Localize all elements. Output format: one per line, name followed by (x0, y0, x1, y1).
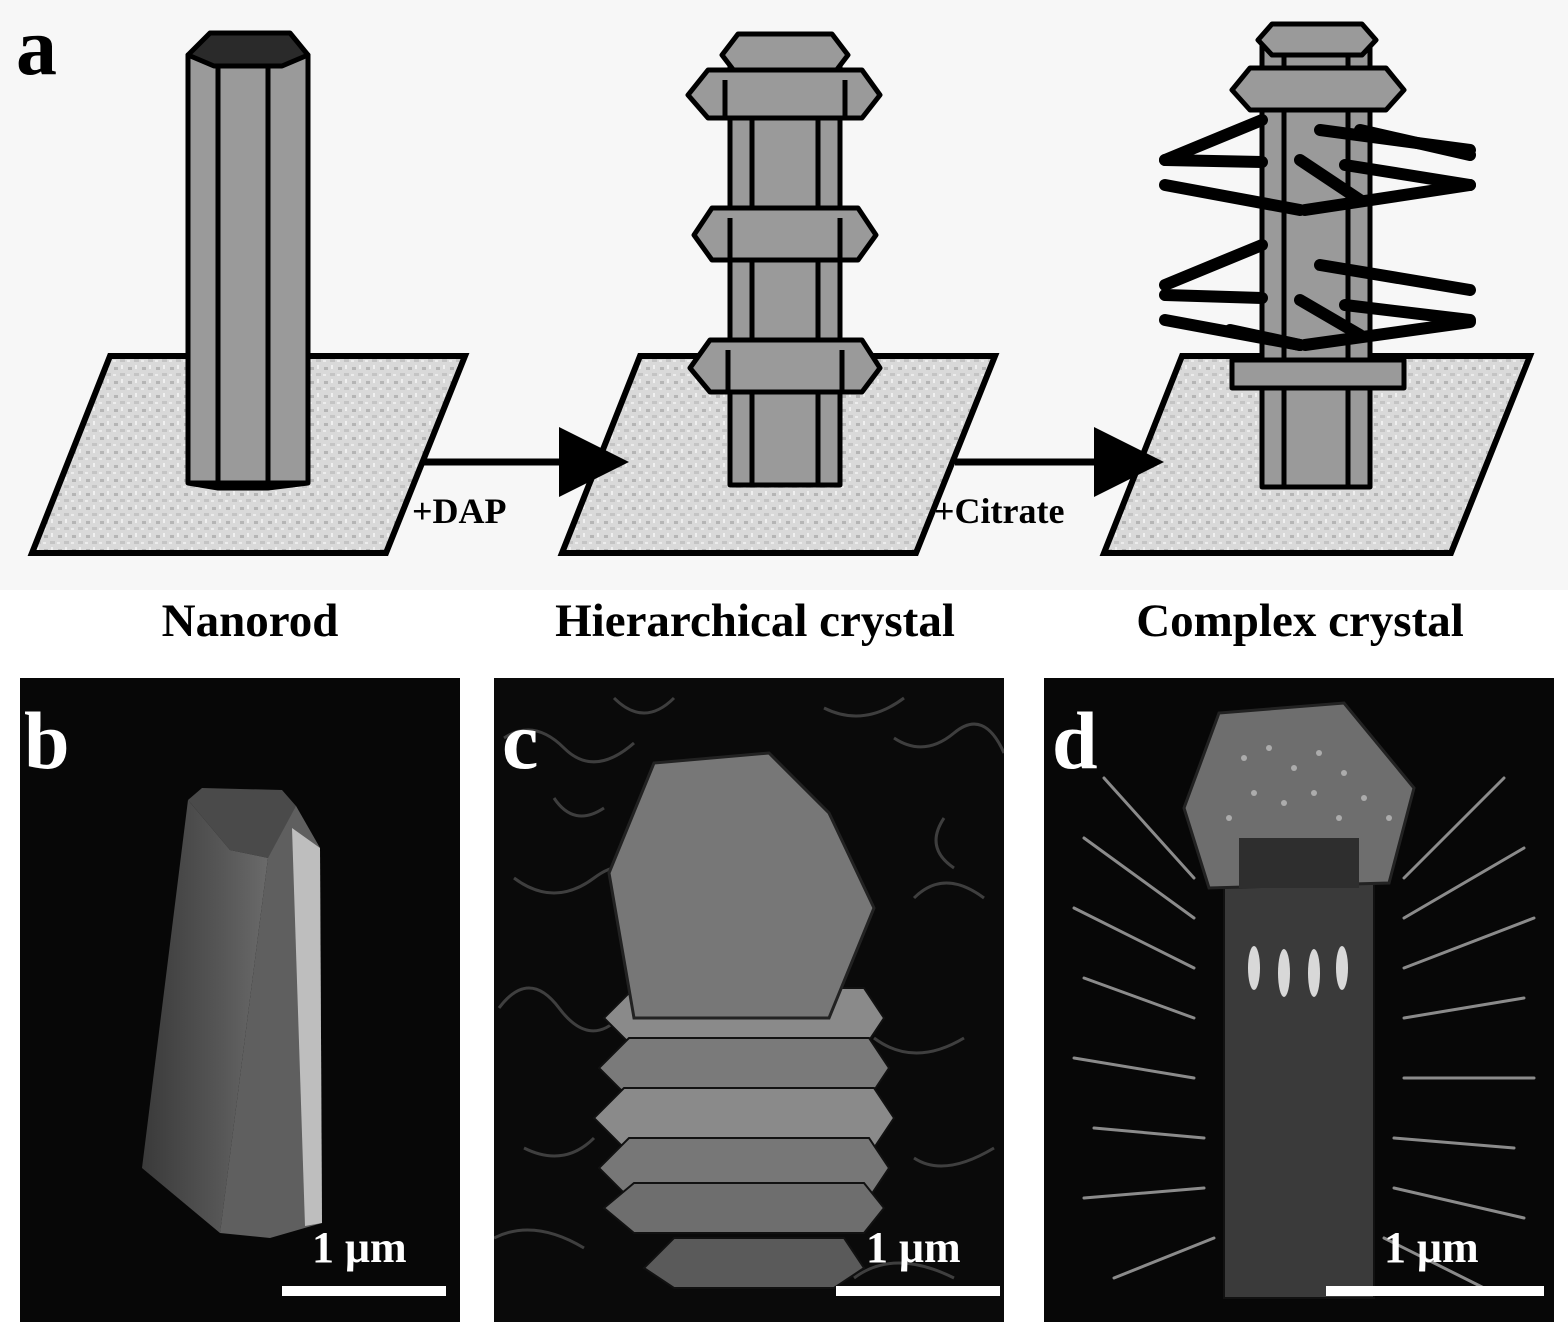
panel-letter-b: b (24, 695, 70, 786)
nanorod-shape (185, 30, 311, 491)
scale-bar-d (1326, 1286, 1544, 1296)
arrow-label-citrate: +Citrate (934, 491, 1065, 531)
sem-panel-b: b 1 μm (20, 678, 460, 1322)
panel-letter-a: a (16, 1, 57, 92)
schematic-panel-a: a +DAP +Citrate (0, 0, 1568, 590)
scale-label-c: 1 μm (866, 1223, 961, 1272)
sem-panel-d: d 1 μm (1044, 678, 1554, 1322)
sem-panel-c: c 1 μm (494, 678, 1004, 1322)
stage-label-hierarchical: Hierarchical crystal (555, 595, 955, 647)
sem-image-hierarchical (494, 696, 1004, 1289)
growth-schematic (27, 21, 1535, 556)
scale-label-b: 1 μm (312, 1223, 407, 1272)
arrow-label-dap: +DAP (412, 491, 507, 531)
stage-label-complex: Complex crystal (1136, 595, 1464, 647)
panel-letter-c: c (502, 695, 539, 786)
panel-letter-d: d (1052, 695, 1098, 786)
hierarchical-crystal-shape (685, 31, 883, 488)
scale-bar-b (282, 1286, 446, 1296)
scale-bar-c (836, 1286, 1000, 1296)
stage-label-nanorod: Nanorod (161, 595, 339, 647)
sem-image-nanorod (142, 788, 322, 1238)
scale-label-d: 1 μm (1384, 1223, 1479, 1272)
complex-crystal-shape (1159, 21, 1476, 490)
sem-image-complex (1072, 701, 1536, 1299)
